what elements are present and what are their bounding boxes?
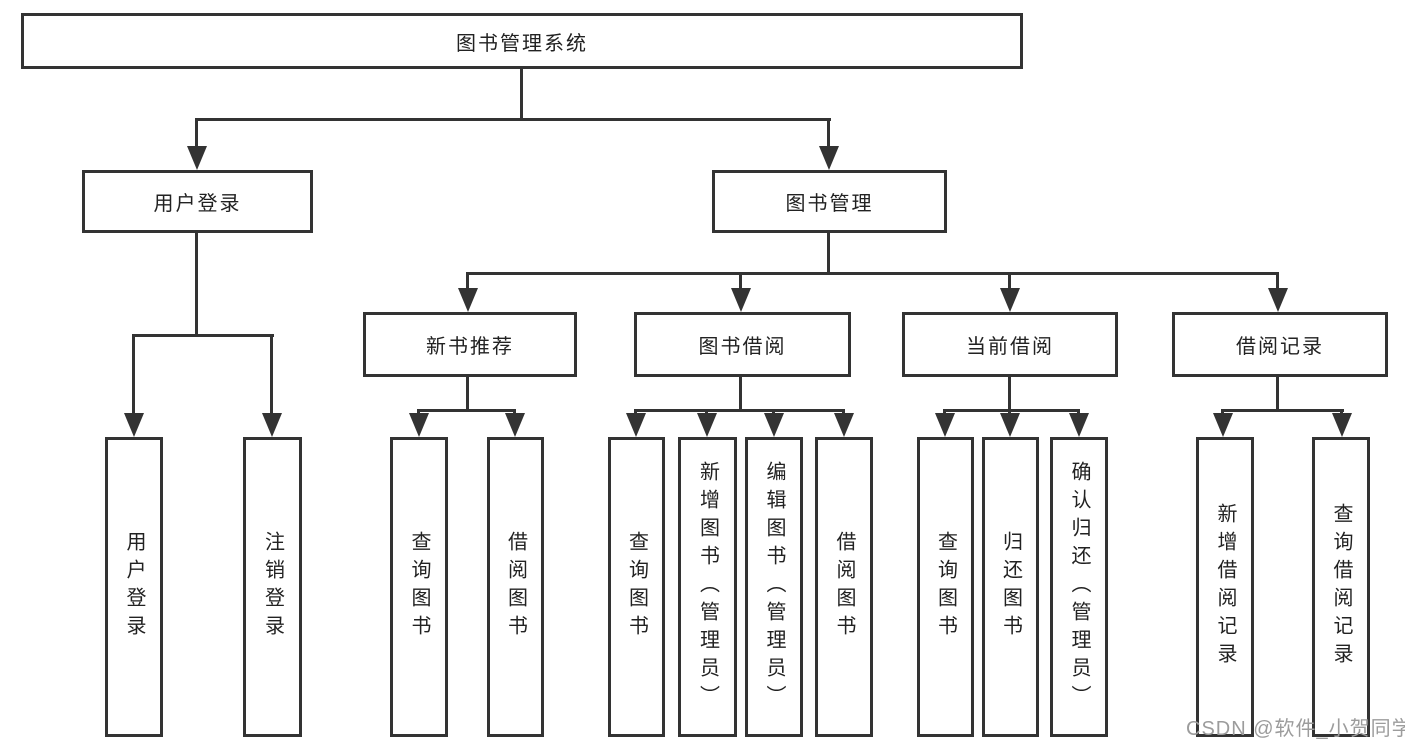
node-label: 用户登录 [153,193,242,215]
connector-root-rail [195,118,831,121]
connector-records-rail [1221,409,1344,412]
arrowhead-down-book-mgmt [819,146,839,170]
connector-bookborrow-stem [739,377,742,409]
arrowhead-down [1069,413,1089,437]
connector-drop-new-books [466,272,469,290]
connector-drop [513,409,516,415]
node-label: 当前借阅 [966,336,1054,358]
arrowhead-down-current-borrow [1000,288,1020,312]
arrowhead-down [834,413,854,437]
leaf-query-borrow-record: 查询借阅记录 [1312,437,1370,737]
connector-drop [1340,409,1343,415]
leaf-add-books-admin: 新增图书（管理员） [678,437,737,737]
connector-drop-book-borrow [739,272,742,290]
arrowhead-down [1213,413,1233,437]
leaf-borrow-books: 借阅图书 [815,437,873,737]
arrowhead-down-new-books [458,288,478,312]
leaf-label: 查询图书 [625,531,648,643]
connector-drop [1077,409,1080,415]
connector-records-stem [1276,377,1279,409]
leaf-label: 编辑图书（管理员） [763,461,785,713]
leaf-label: 借阅图书 [504,531,527,643]
arrowhead-down-user-login [187,146,207,170]
node-current-borrow: 当前借阅 [902,312,1118,377]
leaf-add-borrow-record: 新增借阅记录 [1196,437,1254,737]
connector-drop-book-mgmt [827,118,830,148]
node-book-borrow: 图书借阅 [634,312,851,377]
connector-drop-leaf-logout [270,334,273,413]
arrowhead-down [505,413,525,437]
connector-login-stem [195,233,198,334]
node-label: 新书推荐 [426,336,514,358]
leaf-label: 新增借阅记录 [1214,503,1236,671]
connector-drop [1221,409,1224,415]
watermark: CSDN @软件_小贺同学 [1186,718,1405,740]
leaf-user-login: 用户登录 [105,437,163,737]
connector-drop [943,409,946,415]
node-label: 图书管理系统 [456,32,588,55]
connector-drop [705,409,708,415]
connector-mgmt-rail [466,272,1279,275]
connector-drop [417,409,420,415]
arrowhead-down [409,413,429,437]
leaf-query-books-recommend: 查询图书 [390,437,448,737]
connector-mgmt-stem [827,233,830,272]
node-borrow-records: 借阅记录 [1172,312,1388,377]
leaf-label: 注销登录 [261,531,284,643]
node-label: 借阅记录 [1236,336,1324,358]
connector-drop [634,409,637,415]
node-library-system: 图书管理系统 [21,13,1023,69]
connector-login-rail [132,334,274,337]
connector-drop [772,409,775,415]
leaf-logout: 注销登录 [243,437,302,737]
connector-newbooks-rail [417,409,516,412]
arrowhead-down [626,413,646,437]
connector-root-stem [520,69,523,118]
arrowhead-down [1000,413,1020,437]
node-label: 图书管理 [785,193,874,215]
node-book-management: 图书管理 [712,170,947,233]
leaf-label: 查询图书 [408,531,430,643]
leaf-label: 新增图书（管理员） [696,461,719,713]
connector-drop [1008,409,1011,415]
leaf-label: 用户登录 [123,531,145,643]
connector-currentborrow-rail [943,409,1080,412]
connector-drop-borrow-records [1276,272,1279,290]
leaf-label: 确认归还（管理员） [1068,461,1090,713]
connector-bookborrow-rail [634,409,845,412]
leaf-borrow-books-recommend: 借阅图书 [487,437,544,737]
node-new-book-recommend: 新书推荐 [363,312,577,377]
leaf-query-books-current: 查询图书 [917,437,974,737]
connector-newbooks-stem [466,377,469,409]
leaf-label: 借阅图书 [833,531,855,643]
connector-drop-user-login [195,118,198,148]
leaf-return-books: 归还图书 [982,437,1039,737]
arrowhead-down [764,413,784,437]
arrowhead-down-leaf-login [124,413,144,437]
node-label: 图书借阅 [698,336,787,358]
arrowhead-down-borrow-records [1268,288,1288,312]
connector-drop-leaf-login [132,334,135,413]
arrowhead-down-leaf-logout [262,413,282,437]
arrowhead-down [935,413,955,437]
leaf-label: 查询借阅记录 [1330,503,1352,671]
leaf-query-books-borrow: 查询图书 [608,437,665,737]
connector-drop [842,409,845,415]
leaf-label: 查询图书 [934,531,957,643]
connector-currentborrow-stem [1008,377,1011,409]
arrowhead-down [697,413,717,437]
leaf-edit-books-admin: 编辑图书（管理员） [745,437,803,737]
arrowhead-down-book-borrow [731,288,751,312]
arrowhead-down [1332,413,1352,437]
leaf-confirm-return-admin: 确认归还（管理员） [1050,437,1108,737]
leaf-label: 归还图书 [999,531,1022,643]
connector-drop-current-borrow [1008,272,1011,290]
node-user-login: 用户登录 [82,170,313,233]
